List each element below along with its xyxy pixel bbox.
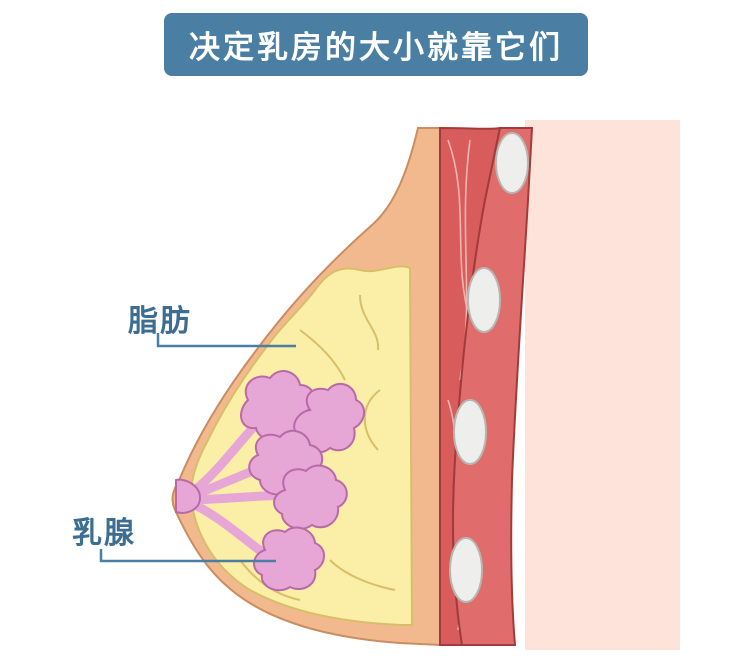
rib-2 (467, 267, 501, 333)
fat-leader-line (156, 333, 296, 348)
mammary-gland-label: 乳腺 (72, 516, 136, 551)
lobe-4 (273, 464, 348, 530)
rib-1 (495, 132, 529, 194)
fat-label: 脂肪 (128, 304, 192, 339)
rib-4 (449, 537, 483, 603)
title-banner: 决定乳房的大小就靠它们 (164, 13, 588, 76)
gland-leader-line (99, 549, 276, 563)
rib-3 (453, 399, 487, 465)
mammary-glands (175, 370, 365, 592)
title-text: 决定乳房的大小就靠它们 (189, 30, 563, 66)
nipple (175, 478, 202, 514)
rib-layer (451, 127, 534, 646)
fat-lobule-lines (239, 294, 396, 601)
chest-wall-background (525, 120, 680, 650)
lobe-5 (253, 526, 325, 592)
ribs (449, 132, 529, 603)
